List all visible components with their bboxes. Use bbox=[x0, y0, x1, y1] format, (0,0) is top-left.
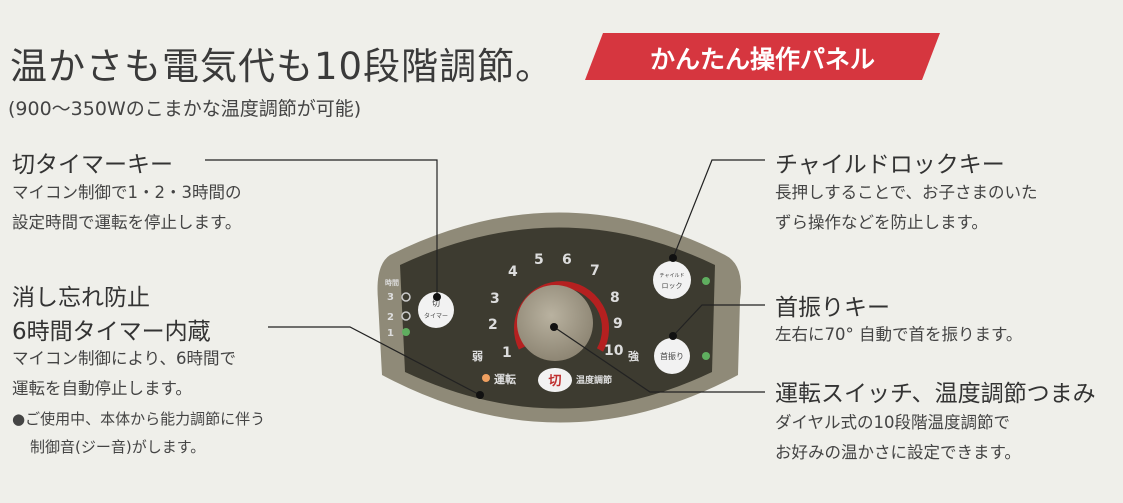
timer-hours-label: 時間 bbox=[385, 278, 399, 287]
page-title: 温かさも電気代も10段階調節。 bbox=[10, 45, 554, 88]
temp-label: 温度調節 bbox=[576, 374, 612, 386]
timer-hour: 3 bbox=[387, 292, 394, 303]
dial-desc-1: ダイヤル式の10段階温度調節で bbox=[775, 413, 1011, 432]
svg-text:タイマー: タイマー bbox=[424, 312, 448, 320]
dial-knob bbox=[517, 285, 593, 361]
child-lock-heading: チャイルドロックキー bbox=[775, 152, 1005, 178]
timer-desc-2: 設定時間で運転を停止します。 bbox=[12, 213, 242, 232]
svg-text:切: 切 bbox=[432, 299, 440, 308]
timer-hour: 1 bbox=[387, 328, 394, 339]
auto-off-desc-2: 運転を自動停止します。 bbox=[12, 379, 192, 398]
dial-level: 4 bbox=[508, 264, 518, 280]
dial-level: 1 bbox=[502, 345, 512, 361]
auto-off-heading-2: 6時間タイマー内蔵 bbox=[12, 319, 211, 345]
timer-heading: 切タイマーキー bbox=[12, 152, 173, 178]
auto-off-desc-1: マイコン制御により、6時間で bbox=[12, 349, 237, 368]
dial-level: 8 bbox=[610, 290, 620, 306]
swing-heading: 首振りキー bbox=[775, 295, 890, 321]
dial-level: 10 bbox=[604, 343, 624, 359]
subtitle: (900〜350Wのこまかな温度調節が可能) bbox=[8, 98, 362, 120]
dial-level: 3 bbox=[490, 291, 500, 307]
svg-text:切: 切 bbox=[548, 374, 561, 389]
child-lock-desc-1: 長押しすることで、お子さまのいた bbox=[775, 183, 1038, 202]
dial-level: 5 bbox=[534, 252, 544, 268]
leader-lines bbox=[205, 159, 765, 396]
dial-levels: 1 2 3 4 5 6 7 8 9 10 bbox=[488, 252, 624, 361]
dial-level: 6 bbox=[562, 252, 572, 268]
strong-label: 強 bbox=[628, 349, 639, 363]
badge-shape bbox=[585, 33, 940, 80]
auto-off-note-1: ●ご使用中、本体から能力調節に伴う bbox=[12, 410, 266, 428]
swing-button[interactable] bbox=[654, 338, 690, 374]
child-lock-button[interactable] bbox=[653, 261, 691, 299]
badge-label: かんたん操作パネル bbox=[649, 45, 875, 74]
svg-text:ロック: ロック bbox=[662, 282, 683, 290]
run-label: 運転 bbox=[494, 372, 516, 386]
auto-off-note-2: 制御音(ジー音)がします。 bbox=[30, 438, 206, 456]
dial-level: 7 bbox=[590, 263, 600, 279]
dial-level: 2 bbox=[488, 317, 498, 333]
timer-desc-1: マイコン制御で1・2・3時間の bbox=[12, 183, 242, 202]
svg-text:チャイルド: チャイルド bbox=[660, 273, 685, 279]
svg-text:首振り: 首振り bbox=[660, 351, 684, 361]
auto-off-heading-1: 消し忘れ防止 bbox=[12, 285, 150, 311]
off-button[interactable] bbox=[538, 368, 572, 392]
timer-button[interactable] bbox=[418, 292, 454, 328]
weak-label: 弱 bbox=[472, 350, 483, 363]
dial-desc-2: お好みの温かさに設定できます。 bbox=[775, 443, 1021, 462]
swing-desc: 左右に70° 自動で首を振ります。 bbox=[775, 325, 1023, 344]
badge: かんたん操作パネル bbox=[585, 33, 940, 80]
dial-level: 9 bbox=[613, 316, 623, 332]
dial-heading: 運転スイッチ、温度調節つまみ bbox=[775, 381, 1096, 407]
child-lock-desc-2: ずら操作などを防止します。 bbox=[775, 213, 988, 232]
timer-hour: 2 bbox=[387, 312, 394, 323]
